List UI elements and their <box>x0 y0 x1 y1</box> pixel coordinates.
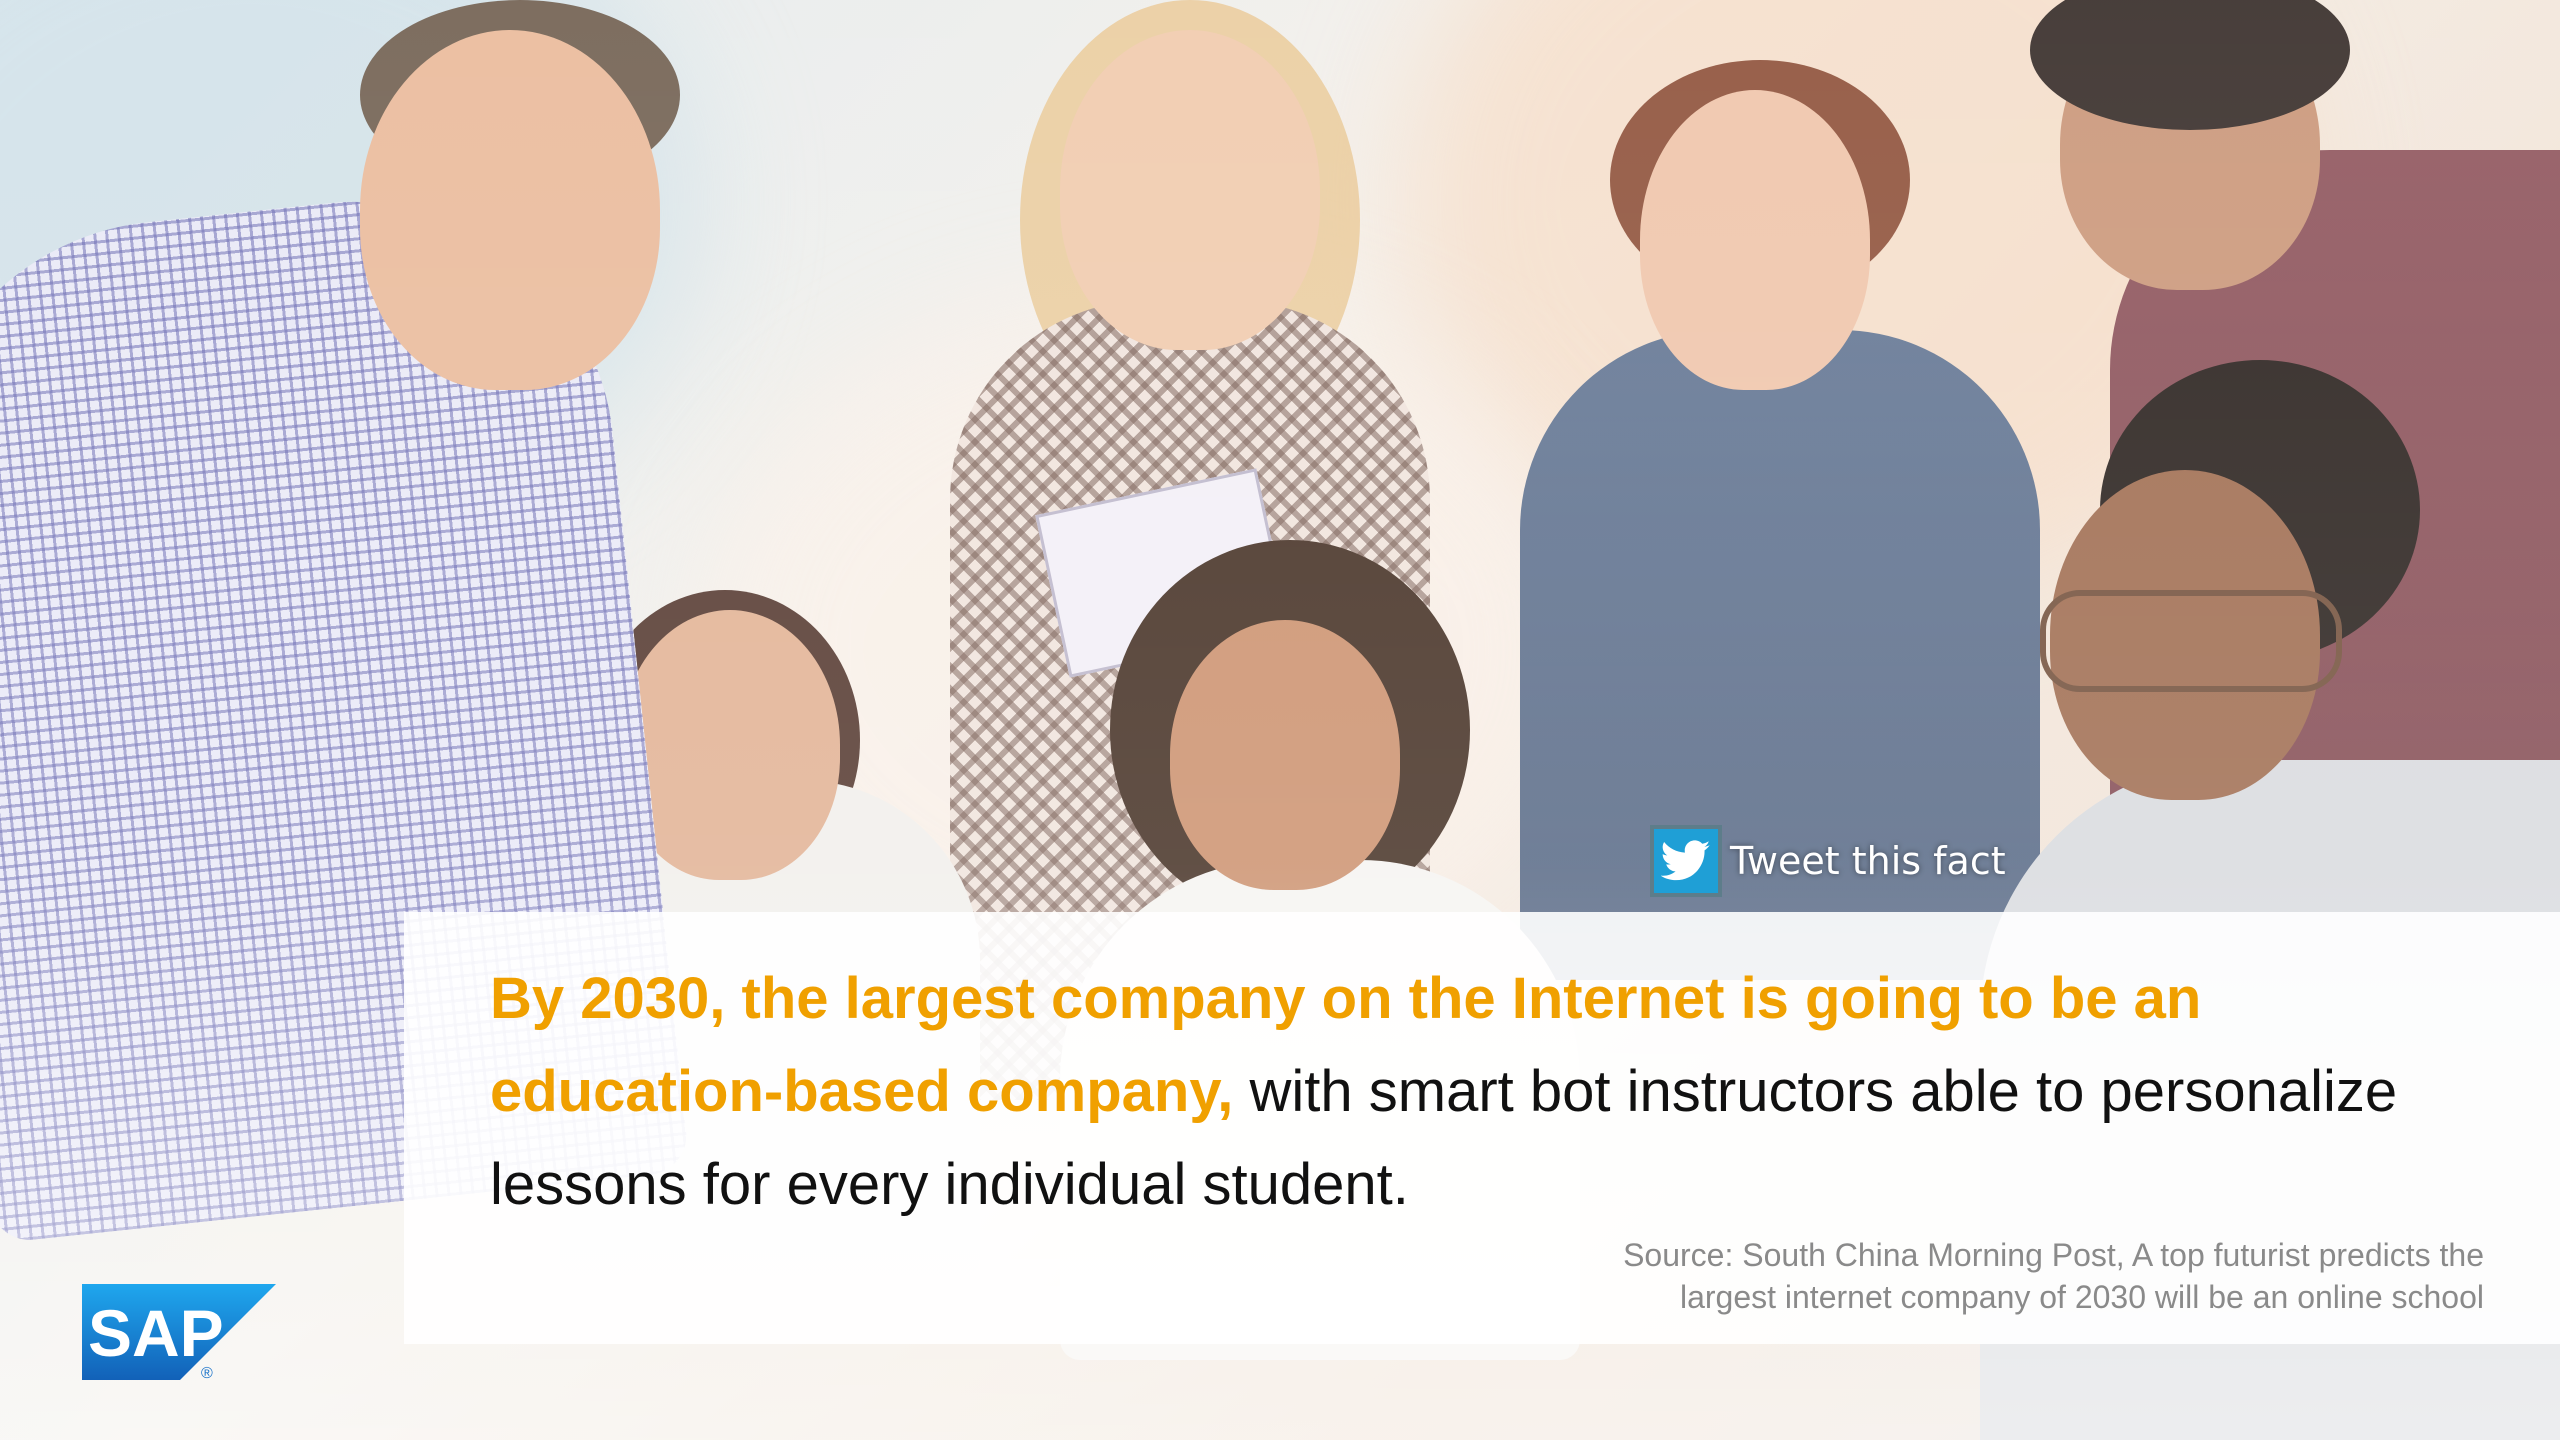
sap-logo: SAP ® <box>82 1284 276 1380</box>
quote-text: By 2030, the largest company on the Inte… <box>490 952 2490 1231</box>
source-line-2: largest internet company of 2030 will be… <box>1679 1279 2484 1315</box>
source-citation: Source: South China Morning Post, A top … <box>1284 1234 2484 1318</box>
tweet-label: Tweet this fact <box>1730 839 2006 883</box>
tweet-this-fact-button[interactable]: Tweet this fact <box>1650 825 2006 897</box>
registered-mark: ® <box>201 1365 213 1380</box>
source-line-1: Source: South China Morning Post, A top … <box>1623 1237 2484 1273</box>
twitter-bird-icon <box>1650 825 1722 897</box>
sap-logo-text: SAP <box>88 1296 224 1370</box>
quote-panel: By 2030, the largest company on the Inte… <box>404 912 2560 1344</box>
quote-highlight: By 2030, the largest company on the Inte… <box>490 966 2202 1124</box>
quote-rest: with smart bot instructors able to perso… <box>490 1059 2398 1217</box>
